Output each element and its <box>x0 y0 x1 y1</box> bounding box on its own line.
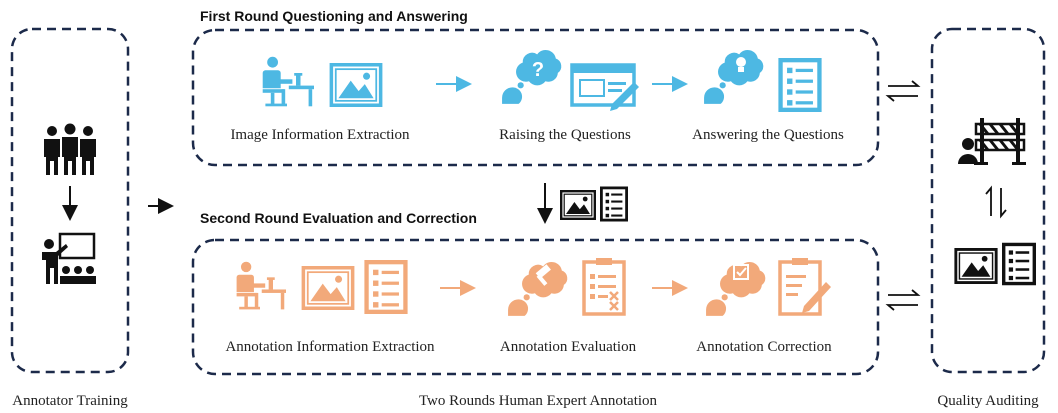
image-and-document-icon <box>954 242 1036 286</box>
audit-exchange-arrows <box>985 185 1007 219</box>
quality-auditing-caption: Quality Auditing <box>937 393 1039 409</box>
step-raising-the-questions: Raising the Questions <box>499 127 631 143</box>
two-rounds-caption: Two Rounds Human Expert Annotation <box>419 393 658 409</box>
first-round-panel <box>191 28 880 167</box>
second-round-exchange-arrows <box>885 289 921 311</box>
auditor-barrier-icon <box>958 118 1026 165</box>
thinking-gavel-with-checklist-icon <box>508 258 626 316</box>
quality-auditing-panel <box>930 27 1046 374</box>
image-and-document-icon <box>560 186 628 222</box>
first-round-title: First Round Questioning and Answering <box>200 8 468 24</box>
person-at-desk-with-image-icon <box>262 56 383 107</box>
annotator-training-panel <box>10 27 130 374</box>
step-annotation-information-extraction: Annotation Information Extraction <box>225 339 435 355</box>
thinking-question-with-form-icon: ? <box>502 49 639 111</box>
thinking-check-with-edit-icon <box>706 258 831 316</box>
step-image-information-extraction: Image Information Extraction <box>230 127 410 143</box>
person-at-desk-with-image-and-document-icon <box>236 262 406 312</box>
group-of-people-icon <box>44 123 96 175</box>
svg-text:?: ? <box>532 59 544 81</box>
annotator-training-caption: Annotator Training <box>12 393 128 409</box>
second-round-panel <box>191 238 880 376</box>
step-annotation-correction: Annotation Correction <box>696 339 832 355</box>
teacher-with-class-icon <box>42 232 96 284</box>
step-answering-the-questions: Answering the Questions <box>692 127 844 143</box>
first-round-exchange-arrows <box>885 80 921 102</box>
step-annotation-evaluation: Annotation Evaluation <box>500 339 637 355</box>
thinking-idea-with-list-icon <box>704 49 819 110</box>
second-round-title: Second Round Evaluation and Correction <box>200 210 477 226</box>
